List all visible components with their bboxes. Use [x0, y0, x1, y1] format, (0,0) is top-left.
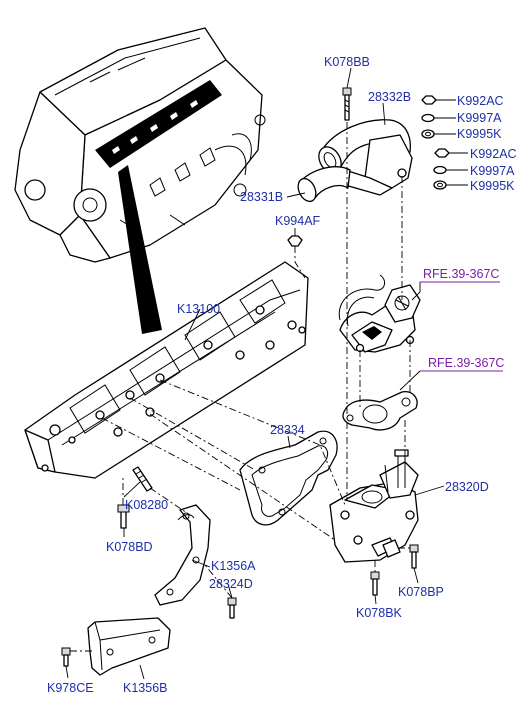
label-k1356b: K1356B	[123, 681, 167, 695]
bolt-k078bb	[342, 87, 352, 121]
egr-valve	[338, 274, 421, 353]
bolt-k078bk	[370, 571, 380, 596]
label-k078bb: K078BB	[324, 55, 370, 69]
label-k078bk: K078BK	[356, 606, 403, 620]
leader-lines	[65, 67, 468, 680]
label-k9995k-2: K9995K	[470, 179, 515, 193]
label-28332b: 28332B	[368, 90, 411, 104]
reference-link-1[interactable]: RFE.39-367C	[423, 267, 499, 281]
bolt-k078bd	[117, 504, 130, 529]
label-k1356a: K1356A	[211, 559, 256, 573]
bolt-k978ce	[61, 647, 71, 667]
label-k992ac-2: K992AC	[470, 147, 517, 161]
egr-adapter-28320d	[329, 449, 419, 563]
label-k994af: K994AF	[275, 214, 321, 228]
label-k9997a-1: K9997A	[457, 111, 502, 125]
label-k978ce: K978CE	[47, 681, 94, 695]
label-k13100: K13100	[177, 302, 220, 316]
bracket-k1356b	[87, 617, 171, 676]
assembly-lines	[70, 122, 412, 652]
engine-illustration	[14, 27, 266, 334]
gasket-28334	[239, 430, 338, 526]
label-k992ac-1: K992AC	[457, 94, 504, 108]
egr-gasket	[342, 391, 418, 431]
intake-manifold	[24, 261, 309, 479]
reference-link-2[interactable]: RFE.39-367C	[428, 356, 504, 370]
nut-k994af	[287, 235, 303, 247]
label-k9997a-2: K9997A	[470, 164, 515, 178]
label-k078bp: K078BP	[398, 585, 444, 599]
label-28334: 28334	[270, 423, 305, 437]
bolt-k078bp	[409, 544, 419, 569]
bracket-k1356a	[154, 504, 211, 606]
nut-washer-stack	[421, 95, 450, 190]
reference-underlines	[420, 281, 503, 372]
bolt-28324d	[227, 597, 237, 619]
pipe-28332b	[318, 119, 413, 196]
elbow-28331b	[297, 166, 351, 203]
label-28320d: 28320D	[445, 480, 489, 494]
label-28324d: 28324D	[209, 577, 253, 591]
label-k9995k-1: K9995K	[457, 127, 502, 141]
label-k08280: K08280	[125, 498, 168, 512]
label-28331b: 28331B	[240, 190, 283, 204]
label-k078bd: K078BD	[106, 540, 153, 554]
stud-k08280	[132, 466, 153, 492]
